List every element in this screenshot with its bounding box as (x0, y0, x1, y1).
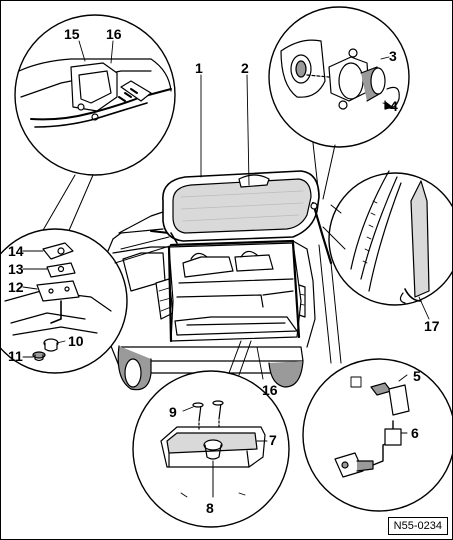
detail-lock-cylinder (268, 6, 410, 200)
rear-lid (162, 170, 333, 265)
callout-5: 5 (413, 368, 421, 384)
figure-code-label: N55-0234 (387, 517, 448, 535)
callout-4: 4 (390, 98, 398, 114)
car-body (100, 210, 316, 391)
callout-7: 7 (269, 432, 277, 448)
callout-13: 13 (8, 261, 24, 277)
car-leader-lines (200, 74, 264, 380)
callout-14: 14 (8, 243, 24, 259)
detail-tray (132, 340, 290, 528)
callout-16-bottom: 16 (262, 382, 278, 398)
callout-9: 9 (169, 404, 177, 420)
callout-8: 8 (206, 500, 214, 516)
callout-2: 2 (241, 60, 249, 76)
callout-10: 10 (68, 333, 84, 349)
callout-6: 6 (411, 425, 419, 441)
callout-3: 3 (389, 48, 397, 64)
detail-latch-hardware (1, 228, 174, 374)
callout-16-top: 16 (106, 26, 122, 42)
callout-1: 1 (195, 60, 203, 76)
callout-17: 17 (424, 318, 440, 334)
callout-15: 15 (64, 26, 80, 42)
callout-11: 11 (8, 348, 23, 364)
callout-12: 12 (8, 279, 24, 295)
luggage-compartment (167, 239, 302, 343)
detail-gas-strut (302, 244, 452, 512)
detail-seal (322, 170, 452, 320)
